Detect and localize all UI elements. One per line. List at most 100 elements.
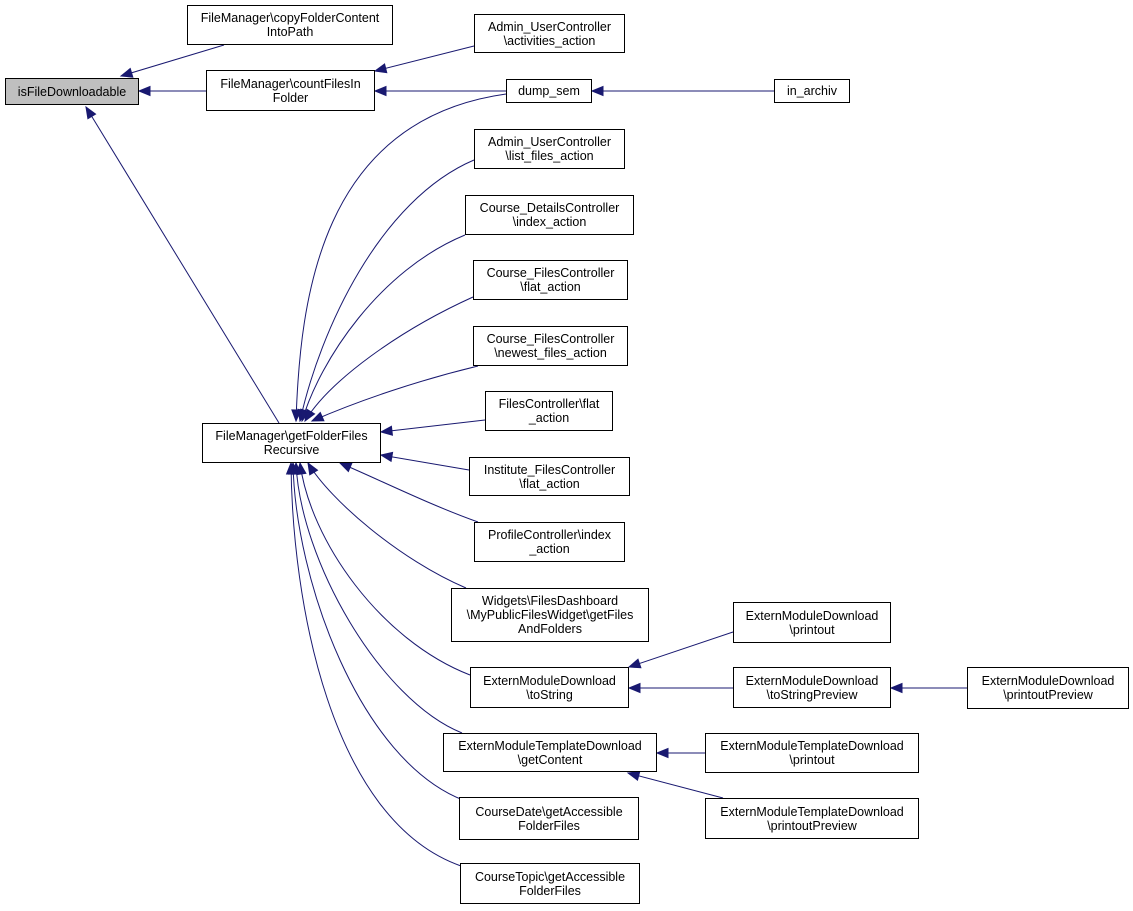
node-label-line: \printoutPreview — [767, 818, 857, 833]
arrowhead-icon — [626, 770, 641, 781]
node-label-line: IntoPath — [266, 25, 314, 39]
node-label-line: \flat_action — [519, 476, 580, 491]
edge-emdPrintoutPreview-to-emdToStringPreview — [889, 682, 967, 694]
edge-getFolderFiles-to-root — [85, 105, 280, 424]
arrowhead-icon — [338, 462, 353, 473]
edge-dumpSem-to-countFiles — [373, 85, 506, 97]
edge-emtdPrintout-to-emtdGetContent — [655, 747, 705, 759]
node-admin-usercontroller-list-files-action[interactable]: Admin_UserController\list_files_action — [474, 129, 625, 169]
node-label-line: FileManager\getFolderFiles — [215, 429, 368, 443]
node-label-line: CourseTopic\getAccessible — [474, 869, 626, 884]
node-label-line: ExternModuleDownload — [745, 608, 879, 623]
node-externmoduledownload-tostringpreview[interactable]: ExternModuleDownload\toStringPreview — [733, 667, 891, 708]
arrowhead-icon — [119, 67, 134, 78]
edge-profileIndex-to-getFolderFiles — [338, 462, 479, 523]
node-isfiledownloadable: isFileDownloadable — [5, 78, 139, 105]
node-label-line: Widgets\FilesDashboard — [481, 594, 619, 608]
node-externmoduledownload-printout[interactable]: ExternModuleDownload\printout — [733, 602, 891, 643]
edge-courseDate-to-getFolderFiles — [287, 461, 464, 801]
node-label-line: FileManager\copyFolderContent — [200, 11, 380, 25]
edge-emtdPrintoutPreview-to-emtdGetContent — [626, 770, 724, 799]
node-externmoduledownload-tostring[interactable]: ExternModuleDownload\toString — [470, 667, 629, 708]
node-course-filescontroller-newest-files-action[interactable]: Course_FilesController\newest_files_acti… — [473, 326, 628, 366]
node-label-line: \MyPublicFilesWidget\getFiles — [466, 608, 634, 622]
arrowhead-icon — [627, 682, 641, 694]
node-widgets-mypublicfileswidget-getfilesandfolders[interactable]: Widgets\FilesDashboard\MyPublicFilesWidg… — [451, 588, 649, 642]
node-label-line: \printout — [789, 622, 835, 637]
arrowhead-icon — [137, 85, 151, 97]
node-filescontroller-flat-action[interactable]: FilesController\flat_action — [485, 391, 613, 431]
node-label-line: Admin_UserController — [488, 135, 611, 149]
node-label-line: \printoutPreview — [1003, 688, 1093, 702]
node-label-line: ExternModuleDownload — [745, 673, 879, 688]
node-label-line: \getContent — [517, 752, 583, 767]
node-in-archiv[interactable]: in_archiv — [774, 79, 850, 103]
node-label-line: _action — [528, 411, 570, 425]
node-label-line: ExternModuleTemplateDownload — [720, 804, 904, 819]
arrowhead-icon — [373, 63, 388, 74]
edge-instituteFlat-to-getFolderFiles — [379, 451, 470, 471]
node-dump-sem[interactable]: dump_sem — [506, 79, 592, 103]
edge-inArchiv-to-dumpSem — [590, 85, 774, 97]
arrowhead-icon — [307, 461, 319, 476]
node-label-line: \activities_action — [503, 33, 596, 48]
arrowhead-icon — [655, 747, 669, 759]
node-label-line: dump_sem — [518, 84, 580, 98]
edge-emdToStringPreview-to-emdToString — [627, 682, 733, 694]
node-label-line: CourseDate\getAccessible — [475, 804, 623, 819]
edge-copyFolder-to-root — [119, 44, 225, 78]
node-externmoduletemplatedownload-printoutpreview[interactable]: ExternModuleTemplateDownload\printoutPre… — [705, 798, 919, 839]
node-label-line: \index_action — [512, 215, 587, 229]
edge-widgets-to-getFolderFiles — [307, 461, 467, 589]
node-label-line: Course_FilesController — [486, 266, 615, 280]
node-label-line: AndFolders — [518, 622, 582, 636]
node-label-line: ExternModuleTemplateDownload — [720, 739, 904, 753]
node-course-filescontroller-flat-action[interactable]: Course_FilesController\flat_action — [473, 260, 628, 300]
node-label-line: \toStringPreview — [766, 687, 858, 702]
node-externmoduledownload-printoutpreview[interactable]: ExternModuleDownload\printoutPreview — [967, 667, 1129, 709]
edge-adminActivities-to-countFiles — [373, 45, 475, 74]
arrowhead-icon — [627, 658, 642, 669]
node-institute-filescontroller-flat-action[interactable]: Institute_FilesController\flat_action — [469, 457, 630, 496]
node-label-line: FilesController\flat — [498, 397, 600, 411]
arrowhead-icon — [889, 682, 903, 694]
node-label-line: \printout — [789, 753, 835, 767]
arrowhead-icon — [85, 105, 97, 120]
node-label-line: ExternModuleDownload — [483, 673, 616, 688]
node-course-detailscontroller-index-action[interactable]: Course_DetailsController\index_action — [465, 195, 634, 235]
node-label-line: Course_FilesController — [486, 332, 615, 346]
node-label-line: FolderFiles — [518, 818, 580, 833]
node-label-line: \toString — [526, 687, 573, 702]
arrowhead-icon — [285, 461, 297, 475]
node-admin-usercontroller-activities-action[interactable]: Admin_UserController\activities_action — [474, 14, 625, 53]
node-label-line: Institute_FilesController — [483, 462, 616, 477]
arrowhead-icon — [379, 451, 394, 463]
edge-courseTopic-to-getFolderFiles — [285, 461, 462, 867]
node-externmoduletemplatedownload-getcontent[interactable]: ExternModuleTemplateDownload\getContent — [443, 733, 657, 772]
arrowhead-icon — [590, 85, 604, 97]
arrowhead-icon — [379, 425, 394, 436]
node-label-line: _action — [529, 542, 570, 556]
node-label-line: isFileDownloadable — [17, 84, 127, 99]
edge-courseFilesNewest-to-getFolderFiles — [310, 365, 479, 422]
node-label-line: ExternModuleDownload — [981, 674, 1115, 688]
edge-emtdGetContent-to-getFolderFiles — [291, 461, 463, 734]
arrowhead-icon — [310, 411, 325, 422]
edge-countFiles-to-root — [137, 85, 206, 97]
edge-adminListFiles-to-getFolderFiles — [297, 159, 475, 423]
node-externmoduletemplatedownload-printout[interactable]: ExternModuleTemplateDownload\printout — [705, 733, 919, 773]
node-profilecontroller-index-action[interactable]: ProfileController\index_action — [474, 522, 625, 562]
arrowhead-icon — [373, 85, 387, 97]
edge-filesFlat-to-getFolderFiles — [379, 419, 486, 436]
node-label-line: \newest_files_action — [494, 346, 607, 360]
node-label-line: Admin_UserController — [488, 19, 611, 34]
node-label-line: FileManager\countFilesIn — [220, 76, 361, 91]
node-label-line: Recursive — [263, 443, 320, 457]
